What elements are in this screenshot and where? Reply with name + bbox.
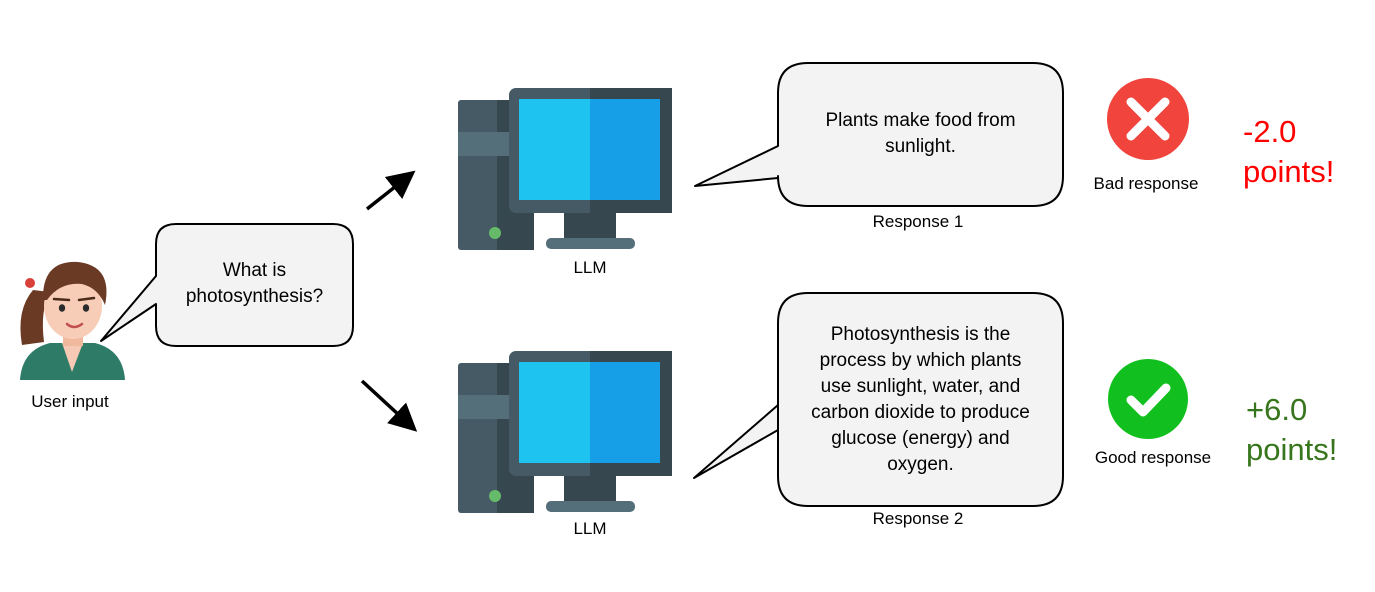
llm-label-1: LLM: [573, 258, 607, 277]
response-line: Photosynthesis is the: [830, 324, 1011, 345]
score-unit: points!: [1243, 154, 1335, 189]
arrow-to-llm-2: [360, 379, 418, 432]
response-line: carbon dioxide to produce: [811, 402, 1030, 423]
response-bubble-2: [693, 292, 1064, 507]
bad-response-label: Bad response: [1093, 174, 1199, 193]
score-value: +6.0: [1246, 392, 1308, 427]
good-response-label: Good response: [1094, 448, 1212, 467]
response-line: oxygen.: [887, 454, 954, 475]
computer-icon-2: [458, 351, 672, 513]
response-bubble-1: [694, 62, 1064, 207]
response-2-label: Response 2: [872, 509, 964, 528]
question-bubble: [100, 223, 354, 347]
score-1: -2.0 points!: [1243, 112, 1334, 192]
question-line: What is: [222, 260, 287, 281]
response-line: process by which plants: [819, 350, 1022, 371]
response-line: glucose (energy) and: [831, 428, 1010, 449]
check-icon: [1108, 359, 1188, 439]
computer-icon-1: [458, 88, 672, 250]
response-1-text: Plants make food from sunlight.: [778, 108, 1063, 160]
arrow-to-llm-1: [365, 170, 416, 211]
response-2-text: Photosynthesis is the process by which p…: [778, 322, 1063, 478]
user-input-label: User input: [31, 392, 109, 411]
x-icon: [1107, 78, 1189, 160]
response-1-label: Response 1: [872, 212, 964, 231]
response-line: use sunlight, water, and: [820, 376, 1021, 397]
llm-label-2: LLM: [573, 519, 607, 538]
response-line: Plants make food from: [825, 110, 1016, 131]
score-unit: points!: [1246, 432, 1338, 467]
question-line: photosynthesis?: [185, 286, 324, 307]
question-text: What is photosynthesis?: [156, 258, 353, 310]
user-avatar-icon: [20, 261, 125, 380]
response-line: sunlight.: [885, 136, 956, 157]
score-2: +6.0 points!: [1246, 390, 1337, 470]
score-value: -2.0: [1243, 114, 1297, 149]
